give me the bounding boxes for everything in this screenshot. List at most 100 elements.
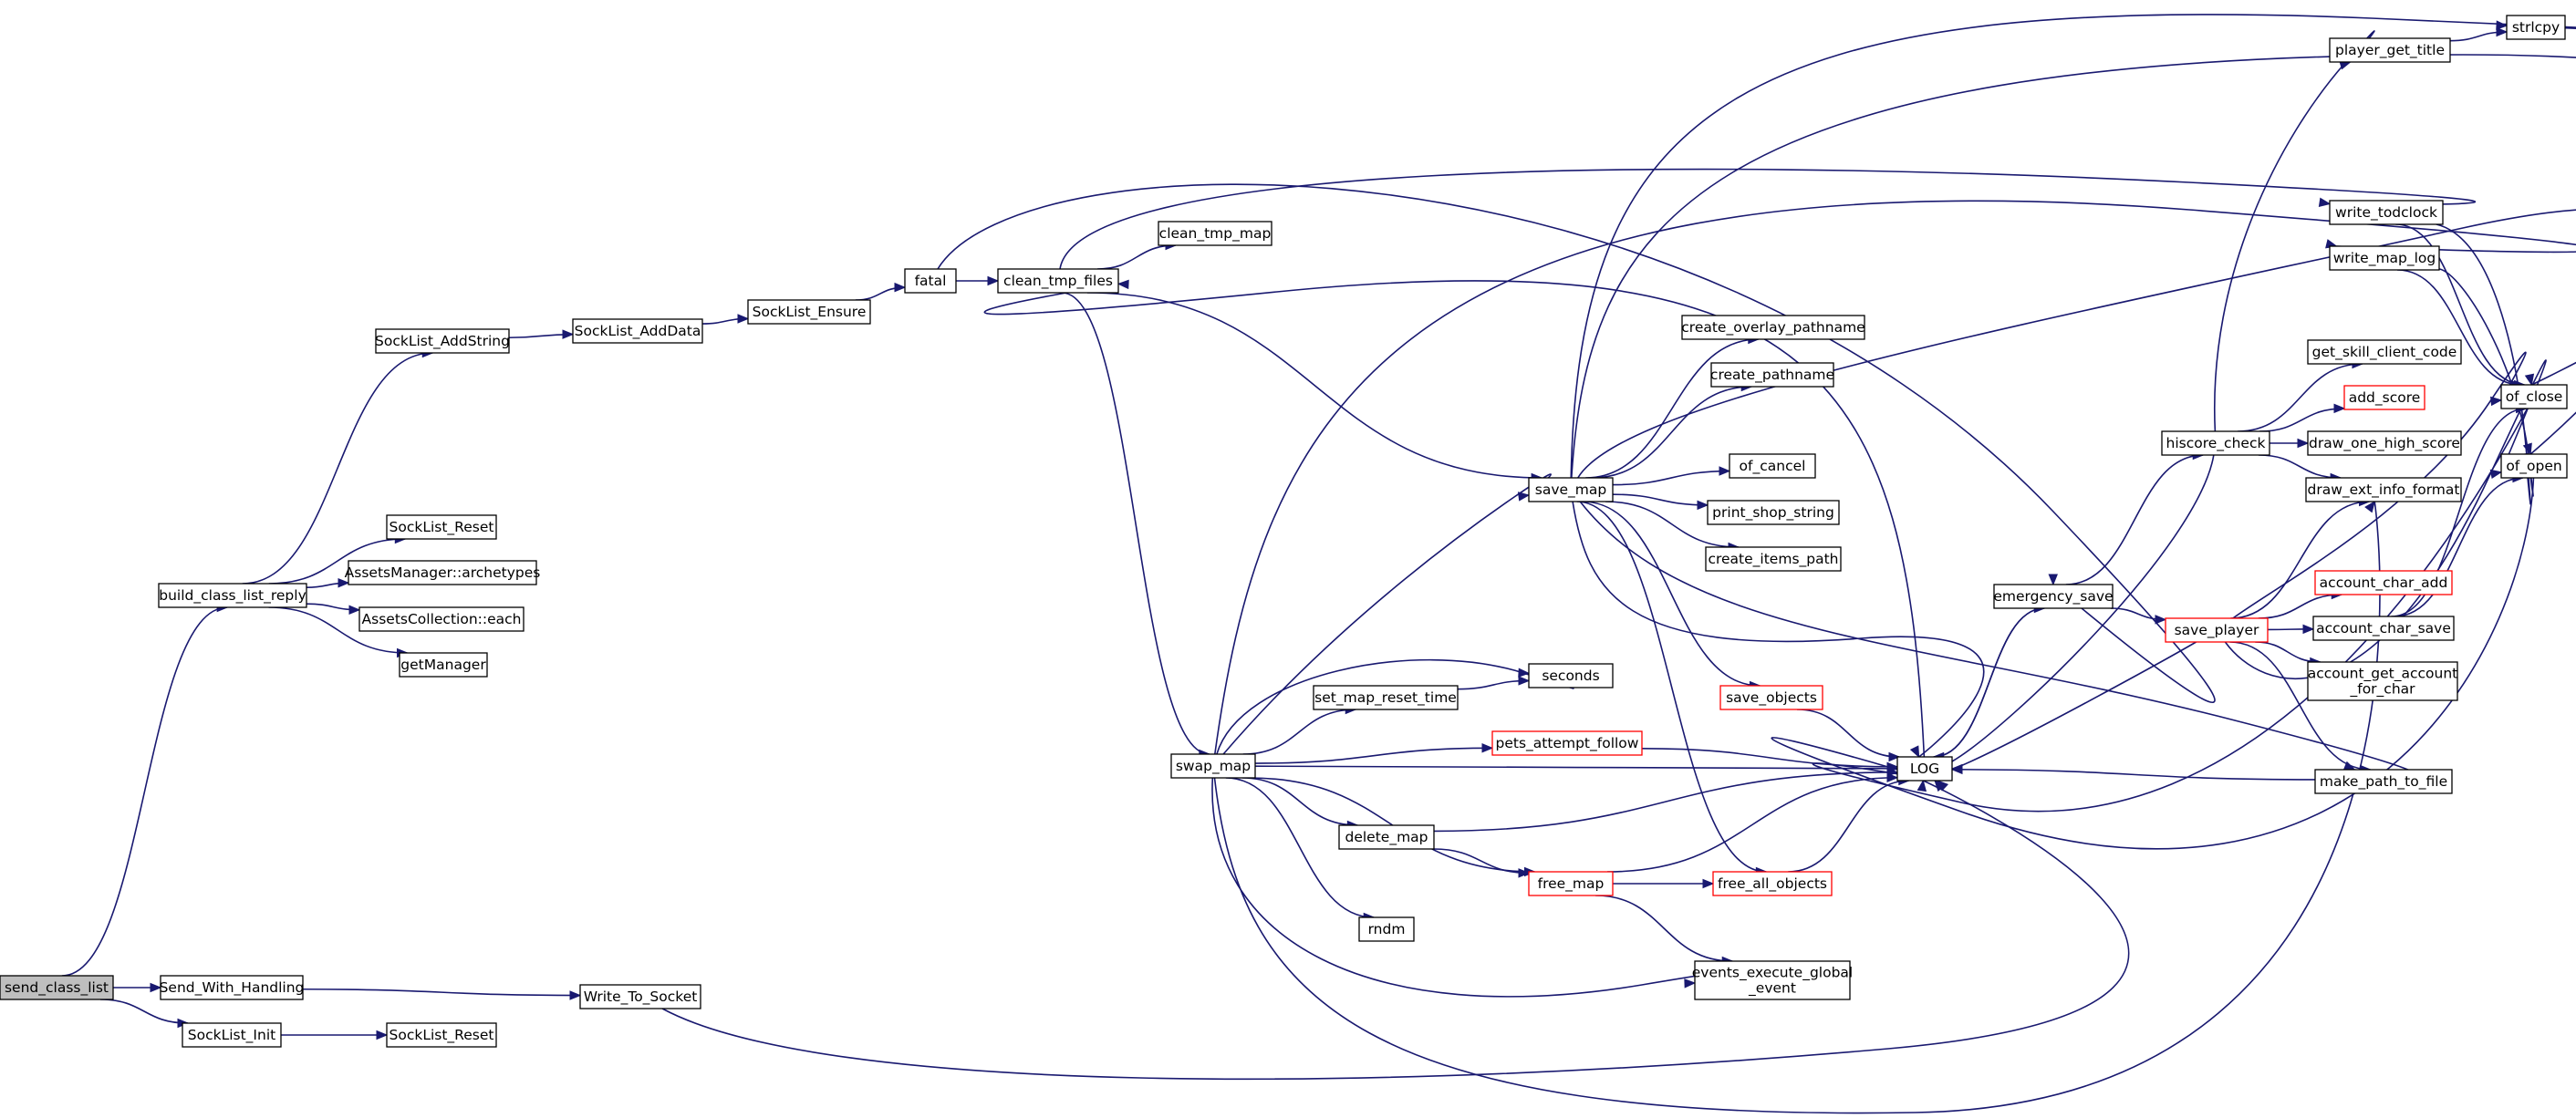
node-free_map[interactable]: free_map [1528,871,1614,896]
node-fatal[interactable]: fatal [904,268,957,294]
node-box-delete_map[interactable] [1338,824,1435,850]
node-create_overlay_pathname[interactable]: create_overlay_pathname [1681,315,1865,340]
node-of_close[interactable]: of_close [2500,384,2568,409]
node-box-save_map[interactable] [1528,477,1614,502]
node-box-seconds[interactable] [1528,663,1614,688]
node-box-LOG[interactable] [1896,756,1953,782]
node-account_get_account_for_char[interactable]: account_get_account_for_char [2307,661,2458,701]
node-AssetsManager_archetypes[interactable]: AssetsManager::archetypes [345,560,541,585]
node-rndm[interactable]: rndm [1358,916,1415,942]
node-of_cancel[interactable]: of_cancel [1729,453,1816,479]
node-save_objects[interactable]: save_objects [1719,685,1823,710]
node-box-free_map[interactable] [1528,871,1614,896]
node-build_class_list_reply[interactable]: build_class_list_reply [158,583,307,608]
node-create_pathname[interactable]: create_pathname [1710,362,1834,388]
node-clean_tmp_map[interactable]: clean_tmp_map [1158,221,1272,246]
node-box-set_map_reset_time[interactable] [1313,685,1459,710]
node-box-player_get_title[interactable] [2329,37,2451,63]
node-box-Write_To_Socket[interactable] [579,984,701,1009]
node-box-account_char_add[interactable] [2314,570,2453,595]
node-box-write_todclock[interactable] [2329,200,2444,225]
node-box-AssetsCollection_each[interactable] [358,606,525,632]
node-save_map[interactable]: save_map [1528,477,1614,502]
node-box-of_cancel[interactable] [1729,453,1816,479]
node-SockList_Reset_a[interactable]: SockList_Reset [386,514,497,540]
node-pets_attempt_follow[interactable]: pets_attempt_follow [1491,730,1643,756]
node-get_skill_client_code[interactable]: get_skill_client_code [2307,339,2462,365]
node-swap_map[interactable]: swap_map [1170,753,1256,779]
node-send_class_list[interactable]: send_class_list [0,975,114,1000]
node-hiscore_check[interactable]: hiscore_check [2161,430,2270,456]
node-clean_tmp_files[interactable]: clean_tmp_files [997,268,1119,294]
node-box-rndm[interactable] [1358,916,1415,942]
node-box-draw_ext_info_format[interactable] [2305,477,2462,502]
node-box-save_objects[interactable] [1719,685,1823,710]
node-box-swap_map[interactable] [1170,753,1256,779]
node-print_shop_string[interactable]: print_shop_string [1707,500,1840,525]
node-strlcpy[interactable]: strlcpy [2506,15,2566,40]
node-Write_To_Socket[interactable]: Write_To_Socket [579,984,701,1009]
node-box-strlcpy[interactable] [2506,15,2566,40]
node-box-pets_attempt_follow[interactable] [1491,730,1643,756]
node-box-build_class_list_reply[interactable] [158,583,307,608]
node-write_todclock[interactable]: write_todclock [2329,200,2444,225]
node-getManager[interactable]: getManager [399,652,488,678]
node-box-SockList_Reset_a[interactable] [386,514,497,540]
node-box-send_class_list[interactable] [0,975,114,1000]
node-box-clean_tmp_files[interactable] [997,268,1119,294]
node-box-SockList_Reset_b[interactable] [386,1022,497,1048]
node-box-create_overlay_pathname[interactable] [1681,315,1865,340]
node-SockList_Ensure[interactable]: SockList_Ensure [747,299,871,325]
node-box-save_player[interactable] [2165,617,2269,643]
node-box-account_get_account_for_char[interactable] [2307,661,2458,701]
node-box-account_char_save[interactable] [2312,616,2455,641]
node-box-SockList_Ensure[interactable] [747,299,871,325]
node-box-of_close[interactable] [2500,384,2568,409]
node-account_char_add[interactable]: account_char_add [2314,570,2453,595]
node-box-getManager[interactable] [399,652,488,678]
node-AssetsCollection_each[interactable]: AssetsCollection::each [358,606,525,632]
node-LOG[interactable]: LOG [1896,756,1953,782]
node-make_path_to_file[interactable]: make_path_to_file [2314,769,2453,794]
node-seconds[interactable]: seconds [1528,663,1614,688]
node-of_open[interactable]: of_open [2500,453,2568,479]
node-box-create_items_path[interactable] [1705,546,1842,572]
node-box-SockList_Init[interactable] [182,1022,282,1048]
node-box-events_execute_global_event[interactable] [1694,960,1851,1000]
node-box-hiscore_check[interactable] [2161,430,2270,456]
node-box-add_score[interactable] [2343,385,2425,410]
node-create_items_path[interactable]: create_items_path [1705,546,1842,572]
node-box-draw_one_high_score[interactable] [2307,430,2462,456]
node-box-SockList_AddString[interactable] [375,328,510,354]
node-account_char_save[interactable]: account_char_save [2312,616,2455,641]
node-draw_ext_info_format[interactable]: draw_ext_info_format [2305,477,2462,502]
node-box-clean_tmp_map[interactable] [1158,221,1272,246]
node-delete_map[interactable]: delete_map [1338,824,1435,850]
node-emergency_save[interactable]: emergency_save [1993,584,2114,609]
node-box-get_skill_client_code[interactable] [2307,339,2462,365]
node-free_all_objects[interactable]: free_all_objects [1712,871,1833,896]
node-add_score[interactable]: add_score [2343,385,2425,410]
node-SockList_AddString[interactable]: SockList_AddString [375,328,510,354]
node-player_get_title[interactable]: player_get_title [2329,37,2451,63]
node-save_player[interactable]: save_player [2165,617,2269,643]
node-box-SockList_AddData[interactable] [572,318,703,344]
node-draw_one_high_score[interactable]: draw_one_high_score [2307,430,2462,456]
node-box-print_shop_string[interactable] [1707,500,1840,525]
node-SockList_Init[interactable]: SockList_Init [182,1022,282,1048]
node-box-Send_With_Handling[interactable] [160,975,304,1000]
node-box-fatal[interactable] [904,268,957,294]
node-box-of_open[interactable] [2500,453,2568,479]
node-box-emergency_save[interactable] [1993,584,2114,609]
node-set_map_reset_time[interactable]: set_map_reset_time [1313,685,1459,710]
node-box-AssetsManager_archetypes[interactable] [348,560,537,585]
node-box-make_path_to_file[interactable] [2314,769,2453,794]
node-box-write_map_log[interactable] [2329,245,2440,271]
node-Send_With_Handling[interactable]: Send_With_Handling [160,975,305,1000]
node-events_execute_global_event[interactable]: events_execute_global_event [1692,960,1853,1000]
node-box-create_pathname[interactable] [1710,362,1834,388]
node-SockList_AddData[interactable]: SockList_AddData [572,318,703,344]
node-box-free_all_objects[interactable] [1712,871,1833,896]
node-write_map_log[interactable]: write_map_log [2329,245,2440,271]
node-SockList_Reset_b[interactable]: SockList_Reset [386,1022,497,1048]
